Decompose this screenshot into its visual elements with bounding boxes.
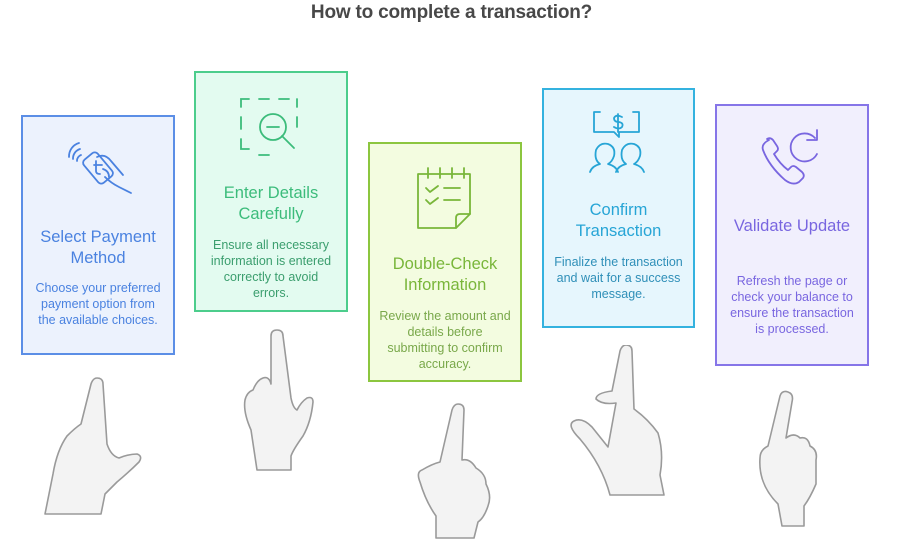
diagram-title: How to complete a transaction? xyxy=(310,2,593,23)
step-heading: Enter Details Carefully xyxy=(223,184,319,223)
step-heading: Validate Update xyxy=(733,217,851,235)
step-card-select-payment: Select Payment Method Choose your prefer… xyxy=(21,115,175,355)
checklist-calendar-icon xyxy=(370,164,520,230)
step-heading: Confirm Transaction xyxy=(575,201,662,240)
step-description: Finalize the transaction and wait for a … xyxy=(554,255,683,301)
step-description: Ensure all necessary information is ente… xyxy=(210,238,332,300)
magnify-select-icon xyxy=(196,93,346,159)
people-dollar-chat-icon xyxy=(544,110,693,176)
step-card-enter-details: Enter Details Carefully Ensure all neces… xyxy=(194,71,348,312)
pointing-hand-icon xyxy=(243,329,314,471)
step-description: Review the amount and details before sub… xyxy=(379,309,511,371)
step-card-confirm-transaction: Confirm Transaction Finalize the transac… xyxy=(542,88,695,328)
step-description: Choose your preferred payment option fro… xyxy=(35,281,161,327)
pointing-hand-icon xyxy=(570,345,665,496)
step-description: Refresh the page or check your balance t… xyxy=(730,274,854,336)
contactless-payment-icon xyxy=(23,139,173,199)
step-heading: Double-Check Information xyxy=(392,255,498,294)
step-card-validate-update: Validate Update Refresh the page or chec… xyxy=(715,104,869,366)
phone-refresh-icon xyxy=(717,126,867,192)
pointing-hand-icon xyxy=(759,390,818,527)
pointing-hand-icon xyxy=(417,403,491,539)
pointing-hand-icon xyxy=(44,377,142,515)
step-heading: Select Payment Method xyxy=(40,228,156,267)
step-card-double-check: Double-Check Information Review the amou… xyxy=(368,142,522,382)
